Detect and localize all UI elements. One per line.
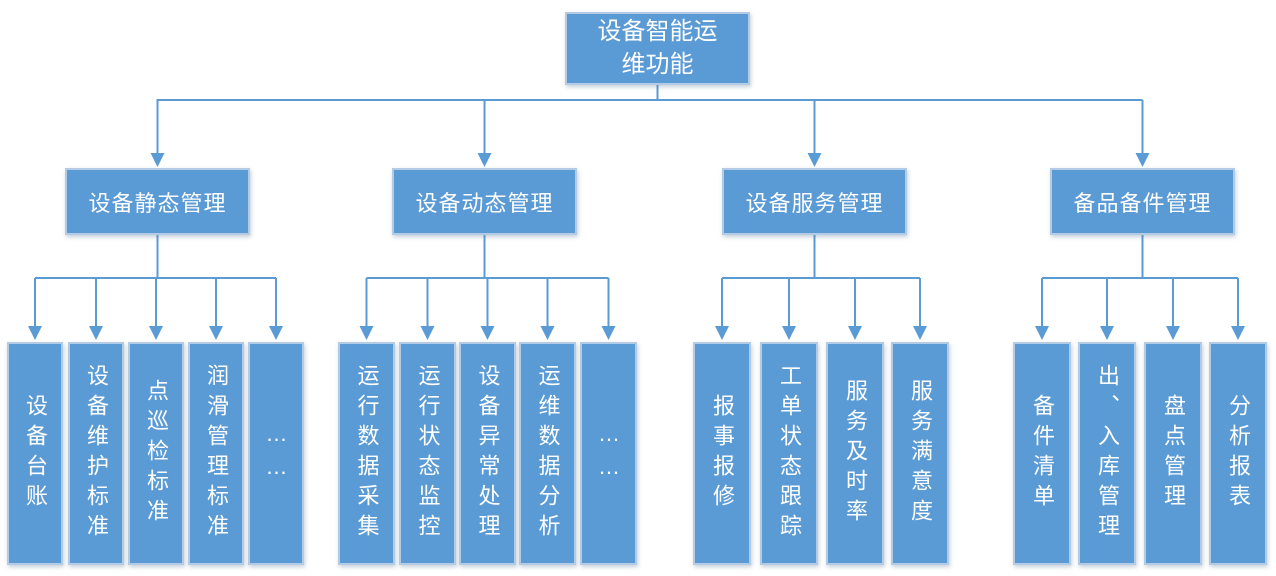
leaf-node: 润滑管理标准 — [188, 342, 244, 565]
leaf-label: 服务满意度 — [908, 378, 933, 529]
leaf-label: 运行状态监控 — [415, 363, 441, 544]
leaf-node: 运维数据分析 — [519, 342, 576, 565]
leaf-label: 出、入库管理 — [1095, 363, 1120, 544]
leaf-node: 出、入库管理 — [1078, 342, 1136, 565]
leaf-label: 工单状态跟踪 — [777, 363, 802, 544]
leaf-node: 报事报修 — [693, 342, 751, 565]
leaf-node: 分析报表 — [1209, 342, 1267, 565]
leaf-node: 盘点管理 — [1144, 342, 1202, 565]
leaf-label: 点巡检标准 — [144, 378, 169, 529]
branch-node-service-management: 设备服务管理 — [722, 168, 907, 235]
leaf-label: 润滑管理标准 — [204, 363, 229, 544]
leaf-node: 运行数据采集 — [338, 342, 395, 565]
branch-node-spare-parts-management: 备品备件管理 — [1050, 168, 1235, 235]
leaf-label: 分析报表 — [1226, 393, 1251, 514]
leaf-label: 服务及时率 — [843, 378, 868, 529]
root-node: 设备智能运维功能 — [565, 12, 750, 85]
leaf-node: 运行状态监控 — [399, 342, 456, 565]
leaf-node: 服务满意度 — [891, 342, 949, 565]
leaf-node-ellipsis: …… — [580, 342, 637, 565]
leaf-label: 设备维护标准 — [84, 363, 109, 544]
leaf-node: 设备异常处理 — [459, 342, 516, 565]
leaf-label: …… — [264, 420, 289, 487]
leaf-label: 报事报修 — [710, 393, 735, 514]
leaf-label: 运行数据采集 — [354, 363, 380, 544]
leaf-node: 点巡检标准 — [128, 342, 184, 565]
leaf-label: 设备台账 — [23, 393, 48, 514]
leaf-label: 备件清单 — [1030, 393, 1055, 514]
leaf-node: 备件清单 — [1013, 342, 1071, 565]
branch-node-static-management: 设备静态管理 — [65, 168, 250, 235]
leaf-label: 盘点管理 — [1161, 393, 1186, 514]
leaf-label: 运维数据分析 — [535, 363, 561, 544]
leaf-node: 设备维护标准 — [68, 342, 124, 565]
leaf-label: 设备异常处理 — [475, 363, 501, 544]
leaf-node: 服务及时率 — [826, 342, 884, 565]
leaf-node-ellipsis: …… — [248, 342, 304, 565]
leaf-label: …… — [596, 420, 622, 487]
branch-node-dynamic-management: 设备动态管理 — [392, 168, 577, 235]
leaf-node: 工单状态跟踪 — [760, 342, 818, 565]
leaf-node: 设备台账 — [7, 342, 63, 565]
